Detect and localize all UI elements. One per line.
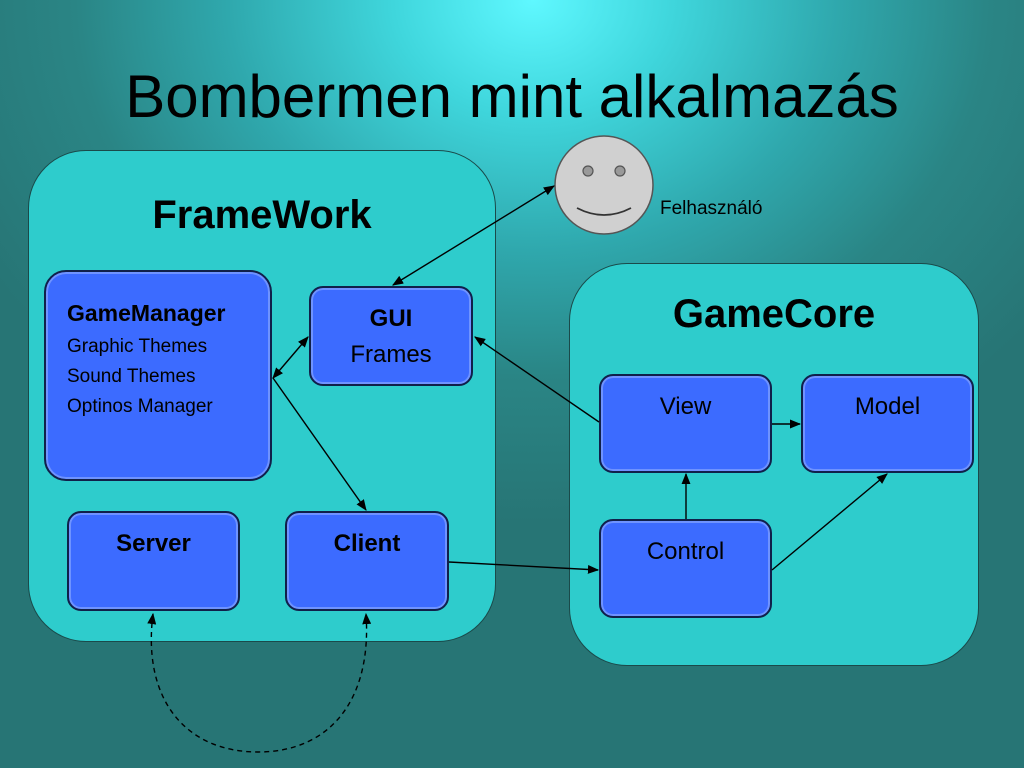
gamecore-title: GameCore [672,292,876,336]
framework-title: FrameWork [152,193,372,237]
user-gui-arrow [392,185,555,286]
game-manager-item: Optinos Manager [67,396,213,417]
user-face-icon [554,135,654,235]
view-box[interactable]: View [599,374,772,473]
game-manager-box[interactable]: GameManager Graphic Themes Sound Themes … [44,270,272,481]
slide-title: Bombermen mint alkalmazás [125,63,899,130]
gm-gui-arrow [272,336,309,379]
user-label: Felhasználó [660,198,763,219]
gui-title: GUI [369,305,413,332]
client-box[interactable]: Client [285,511,449,611]
gm-client-arrow [272,377,367,511]
control-model-arrow [771,473,888,571]
control-box[interactable]: Control [599,519,772,618]
model-box[interactable]: Model [801,374,974,473]
game-manager-item: Sound Themes [67,366,196,387]
server-label: Server [116,530,191,557]
gui-subtitle: Frames [350,341,432,368]
server-client-dashed-arrow [147,612,372,753]
gui-box[interactable]: GUI Frames [309,286,473,386]
client-control-arrow [448,561,600,574]
model-label: Model [854,393,921,420]
client-label: Client [333,530,401,557]
game-manager-item: Graphic Themes [67,336,208,357]
control-label: Control [646,538,725,565]
game-manager-title: GameManager [67,300,226,326]
server-box[interactable]: Server [67,511,240,611]
view-gui-arrow [474,336,600,423]
view-label: View [659,393,712,420]
